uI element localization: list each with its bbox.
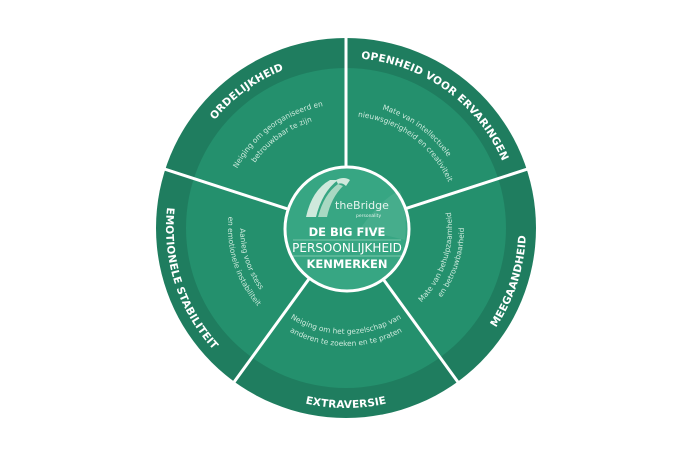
logo-subtitle: personality — [356, 213, 381, 219]
segment-divider — [162, 167, 288, 211]
logo-name: theBridge — [335, 199, 389, 212]
center-title-line1: DE BIG FIVE — [309, 225, 386, 239]
center-highlight — [360, 190, 406, 240]
center-title-line2: PERSOONLIJKHEID — [292, 241, 402, 255]
segment-divider — [231, 277, 311, 385]
bridge-logo-icon — [306, 178, 350, 217]
segment-divider — [404, 167, 530, 211]
center-title-line3: KENMERKEN — [307, 257, 388, 271]
center-hub: theBridge personality DE BIG FIVE PERSOO… — [283, 165, 411, 293]
segment-divider — [381, 277, 461, 385]
segment-title-extraversie: EXTRAVERSIE — [305, 395, 388, 412]
segment-dividers — [162, 36, 530, 385]
